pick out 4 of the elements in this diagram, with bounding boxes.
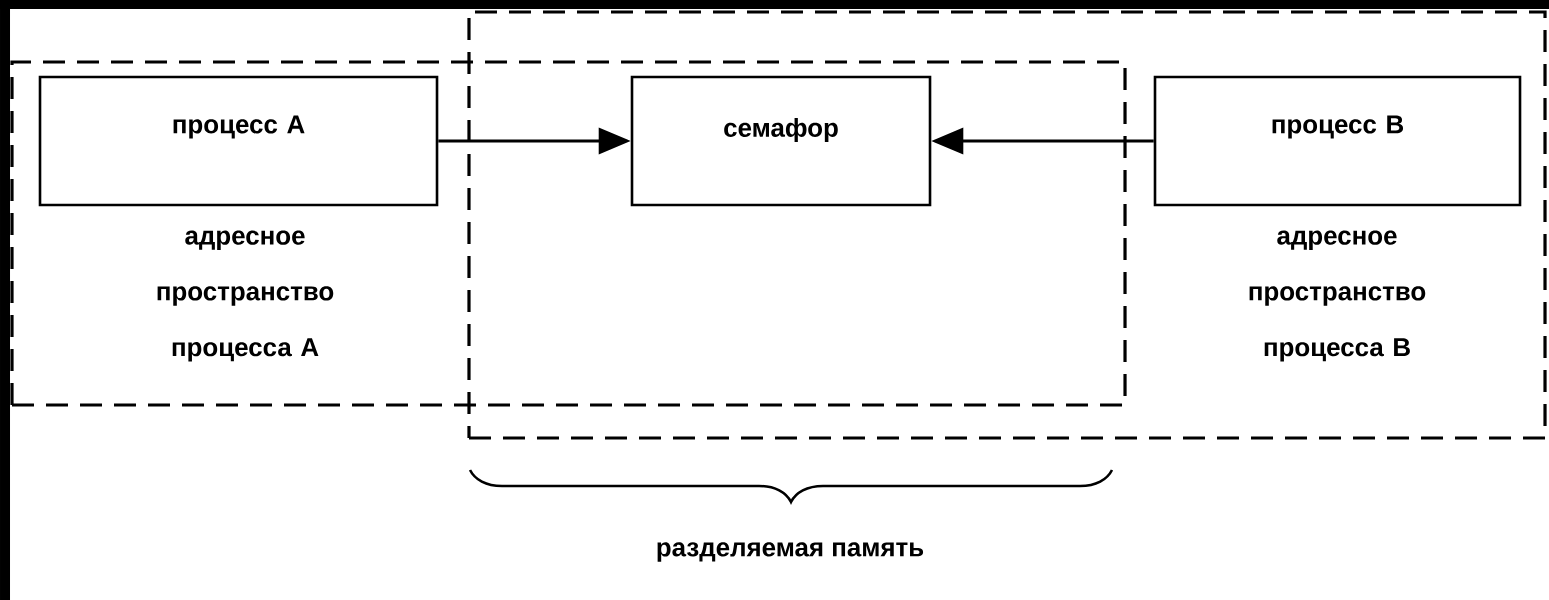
process-box: процесс А	[38, 75, 439, 207]
process-box: процесс В	[1153, 75, 1522, 207]
brace-label: разделяемая память	[657, 542, 924, 562]
process-box: семафор	[630, 75, 932, 207]
